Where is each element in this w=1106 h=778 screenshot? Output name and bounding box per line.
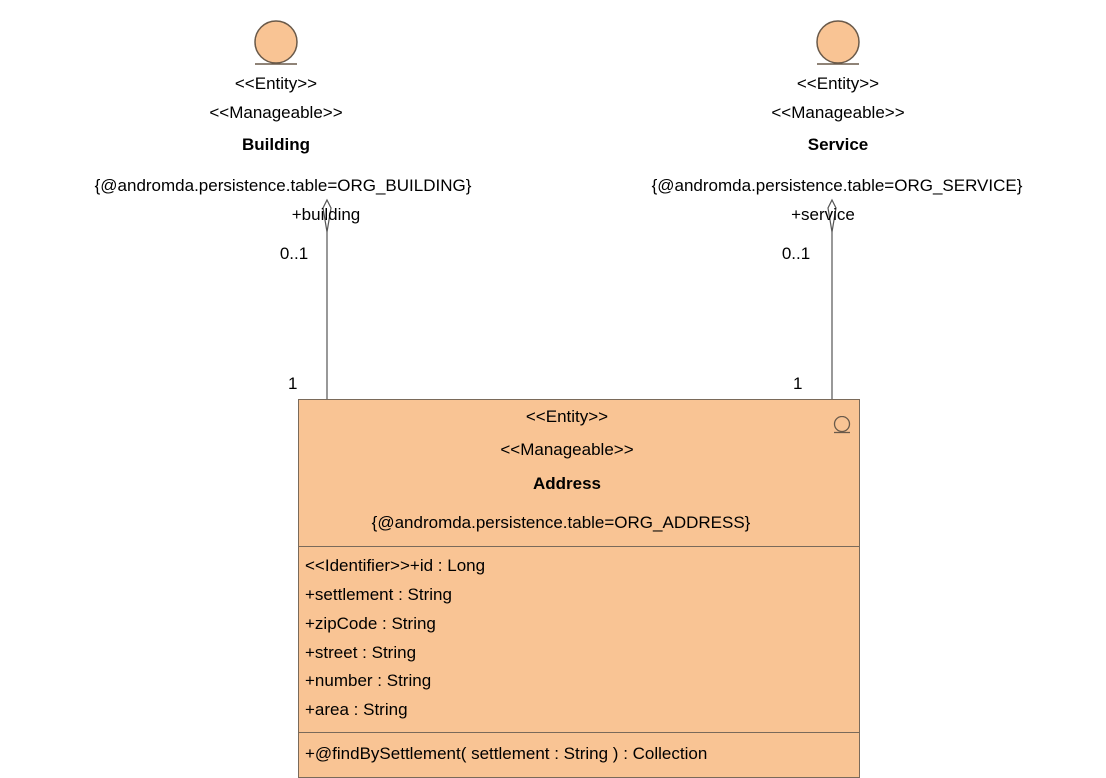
attribute-zipcode[interactable]: +zipCode : String <box>305 614 436 633</box>
building-role-label: +building <box>291 205 361 224</box>
building-entity-icon[interactable] <box>254 20 298 65</box>
attribute-id[interactable]: <<Identifier>>+id : Long <box>305 556 486 575</box>
attribute-area[interactable]: +area : String <box>305 700 408 719</box>
service-multiplicity: 0..1 <box>781 244 811 263</box>
attributes-separator <box>299 546 859 547</box>
address-service-multiplicity: 1 <box>793 374 803 393</box>
address-class-name: Address <box>532 474 602 493</box>
building-multiplicity: 0..1 <box>279 244 309 263</box>
address-stereotype-entity: <<Entity>> <box>525 407 609 426</box>
service-entity-icon[interactable] <box>816 20 860 65</box>
building-aggregation-diamond-icon <box>322 198 332 233</box>
operations-separator <box>299 732 859 733</box>
building-stereotype-manageable: <<Manageable>> <box>209 103 343 122</box>
address-tagged-value: {@andromda.persistence.table=ORG_ADDRESS… <box>371 513 751 532</box>
address-class-box[interactable]: <<Entity>> <<Manageable>> Address {@andr… <box>298 399 860 778</box>
building-stereotype-entity: <<Entity>> <box>234 74 318 93</box>
service-stereotype-manageable: <<Manageable>> <box>771 103 905 122</box>
service-aggregation-diamond-icon <box>827 198 837 233</box>
attribute-street[interactable]: +street : String <box>305 643 417 662</box>
attribute-number[interactable]: +number : String <box>305 671 432 690</box>
building-class-name[interactable]: Building <box>242 135 310 154</box>
building-tagged-value: {@andromda.persistence.table=ORG_BUILDIN… <box>94 176 472 195</box>
entity-icon <box>833 416 851 434</box>
service-stereotype-entity: <<Entity>> <box>796 74 880 93</box>
service-association-line[interactable] <box>827 198 837 399</box>
operation-find-by-settlement[interactable]: +@findBySettlement( settlement : String … <box>305 744 708 763</box>
service-class-name[interactable]: Service <box>807 135 869 154</box>
service-role-label: +service <box>791 205 855 224</box>
address-stereotype-manageable: <<Manageable>> <box>500 440 634 459</box>
attribute-settlement[interactable]: +settlement : String <box>305 585 452 604</box>
building-association-line[interactable] <box>322 198 332 399</box>
service-tagged-value: {@andromda.persistence.table=ORG_SERVICE… <box>651 176 1023 195</box>
address-building-multiplicity: 1 <box>288 374 298 393</box>
